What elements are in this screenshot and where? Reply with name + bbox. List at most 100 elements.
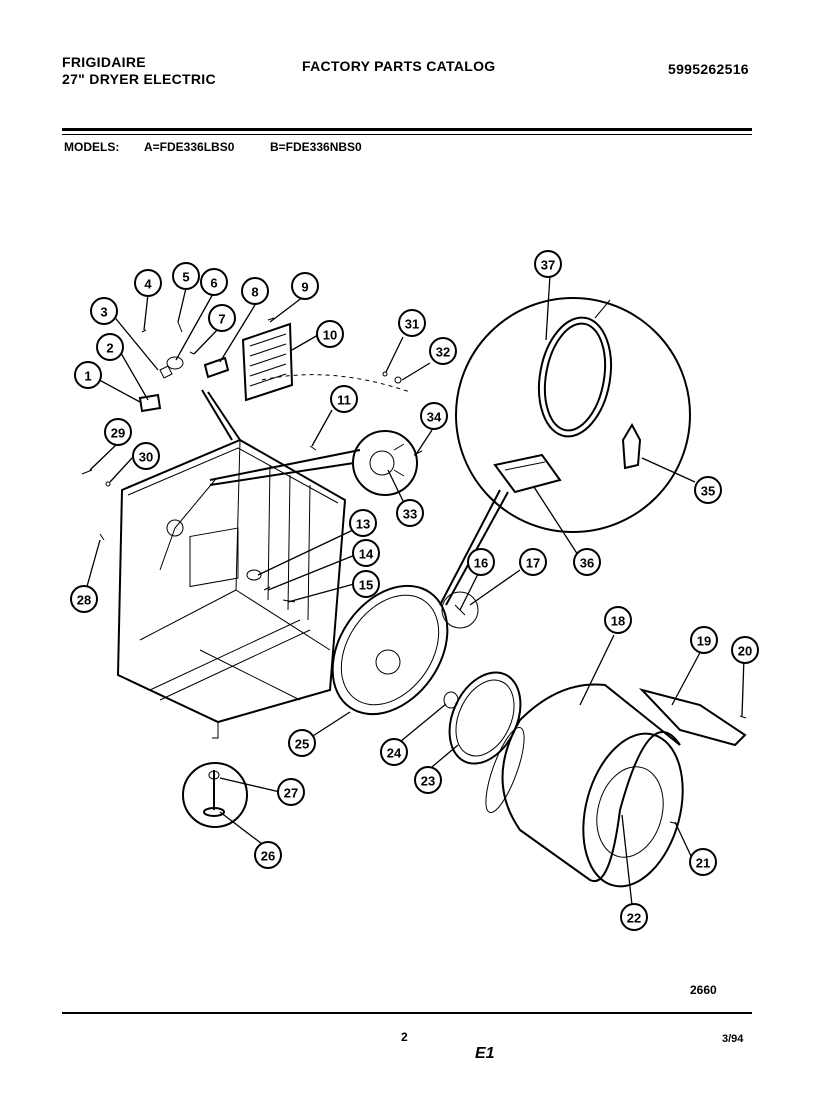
header-rule bbox=[62, 128, 752, 131]
callout-circle bbox=[414, 766, 442, 794]
callout-number: 13 bbox=[356, 517, 370, 532]
callout-number: 6 bbox=[210, 276, 217, 291]
callout-31: 31 bbox=[398, 309, 426, 337]
callout-circle bbox=[288, 729, 316, 757]
callout-circle bbox=[467, 548, 495, 576]
callout-circle bbox=[208, 304, 236, 332]
callout-circle bbox=[330, 385, 358, 413]
callout-number: 10 bbox=[323, 328, 337, 343]
cabinet-drawing bbox=[116, 438, 347, 739]
callout-34: 34 bbox=[420, 402, 448, 430]
callout-number: 32 bbox=[436, 345, 450, 360]
callout-number: 19 bbox=[697, 634, 711, 649]
callout-circle bbox=[74, 361, 102, 389]
callout-circle bbox=[96, 333, 124, 361]
models-label: MODELS: bbox=[64, 140, 120, 154]
callout-number: 28 bbox=[77, 593, 91, 608]
callout-number: 22 bbox=[627, 911, 641, 926]
callout-circle bbox=[70, 585, 98, 613]
callout-2: 2 bbox=[96, 333, 124, 361]
callout-33: 33 bbox=[396, 499, 424, 527]
callout-number: 34 bbox=[427, 410, 442, 425]
callout-number: 33 bbox=[403, 507, 417, 522]
callout-number: 21 bbox=[696, 856, 710, 871]
callout-3: 3 bbox=[90, 297, 118, 325]
callout-number: 37 bbox=[541, 258, 555, 273]
diagram-reference-code: 2660 bbox=[690, 983, 717, 997]
callout-circle bbox=[349, 509, 377, 537]
callout-circle bbox=[604, 606, 632, 634]
callout-27: 27 bbox=[277, 778, 305, 806]
callout-number: 4 bbox=[144, 277, 152, 292]
callout-14: 14 bbox=[352, 539, 380, 567]
callout-number: 31 bbox=[405, 317, 419, 332]
callout-circle bbox=[277, 778, 305, 806]
callout-number: 3 bbox=[100, 305, 107, 320]
baffle-drawing bbox=[638, 688, 747, 747]
callout-21: 21 bbox=[689, 848, 717, 876]
callout-number: 20 bbox=[738, 644, 752, 659]
catalog-number: 5995262516 bbox=[668, 61, 749, 77]
callout-10: 10 bbox=[316, 320, 344, 348]
drum-support-detail bbox=[439, 297, 691, 606]
callout-28: 28 bbox=[70, 585, 98, 613]
callout-circle bbox=[291, 272, 319, 300]
callout-circle bbox=[241, 277, 269, 305]
callout-23: 23 bbox=[414, 766, 442, 794]
callout-number: 2 bbox=[106, 341, 113, 356]
callout-circle bbox=[90, 297, 118, 325]
callout-24: 24 bbox=[380, 738, 408, 766]
callout-8: 8 bbox=[241, 277, 269, 305]
footer-rule bbox=[62, 1012, 752, 1014]
callout-circle bbox=[429, 337, 457, 365]
model-a: A=FDE336LBS0 bbox=[144, 140, 235, 154]
callout-number: 9 bbox=[301, 280, 308, 295]
callout-circle bbox=[694, 476, 722, 504]
callout-9: 9 bbox=[291, 272, 319, 300]
section-label: E1 bbox=[475, 1045, 495, 1062]
callout-number: 8 bbox=[251, 285, 258, 300]
callout-circle bbox=[200, 268, 228, 296]
callout-circle bbox=[420, 402, 448, 430]
callout-circle bbox=[172, 262, 200, 290]
callout-7: 7 bbox=[208, 304, 236, 332]
callout-25: 25 bbox=[288, 729, 316, 757]
callout-13: 13 bbox=[349, 509, 377, 537]
callout-number: 16 bbox=[474, 556, 488, 571]
callout-circle bbox=[731, 636, 759, 664]
callout-number: 18 bbox=[611, 614, 625, 629]
brand-name: FRIGIDAIRE bbox=[62, 54, 146, 70]
catalog-title: FACTORY PARTS CATALOG bbox=[302, 58, 496, 74]
header-rule-thin bbox=[62, 134, 752, 135]
control-parts-drawing bbox=[138, 317, 294, 441]
callout-circle bbox=[104, 418, 132, 446]
callout-6: 6 bbox=[200, 268, 228, 296]
callout-circle bbox=[519, 548, 547, 576]
callout-circle bbox=[690, 626, 718, 654]
drum-drawing bbox=[485, 683, 684, 888]
callout-30: 30 bbox=[132, 442, 160, 470]
callout-18: 18 bbox=[604, 606, 632, 634]
product-name: 27" DRYER ELECTRIC bbox=[62, 71, 216, 87]
seal-drawing bbox=[443, 671, 522, 765]
callout-circle bbox=[134, 269, 162, 297]
callout-circle bbox=[132, 442, 160, 470]
callout-number: 1 bbox=[84, 369, 91, 384]
callout-number: 23 bbox=[421, 774, 435, 789]
thermostat-detail bbox=[209, 430, 418, 496]
callout-number: 24 bbox=[387, 746, 402, 761]
callout-number: 5 bbox=[182, 270, 189, 285]
leader-lines bbox=[85, 274, 745, 906]
callout-17: 17 bbox=[519, 548, 547, 576]
callout-circle bbox=[396, 499, 424, 527]
callout-number: 11 bbox=[337, 393, 351, 408]
model-b: B=FDE336NBS0 bbox=[270, 140, 362, 154]
callout-circle bbox=[254, 841, 282, 869]
callout-circle bbox=[398, 309, 426, 337]
callout-1: 1 bbox=[74, 361, 102, 389]
callout-circle bbox=[620, 903, 648, 931]
callout-circle bbox=[316, 320, 344, 348]
callout-36: 36 bbox=[573, 548, 601, 576]
